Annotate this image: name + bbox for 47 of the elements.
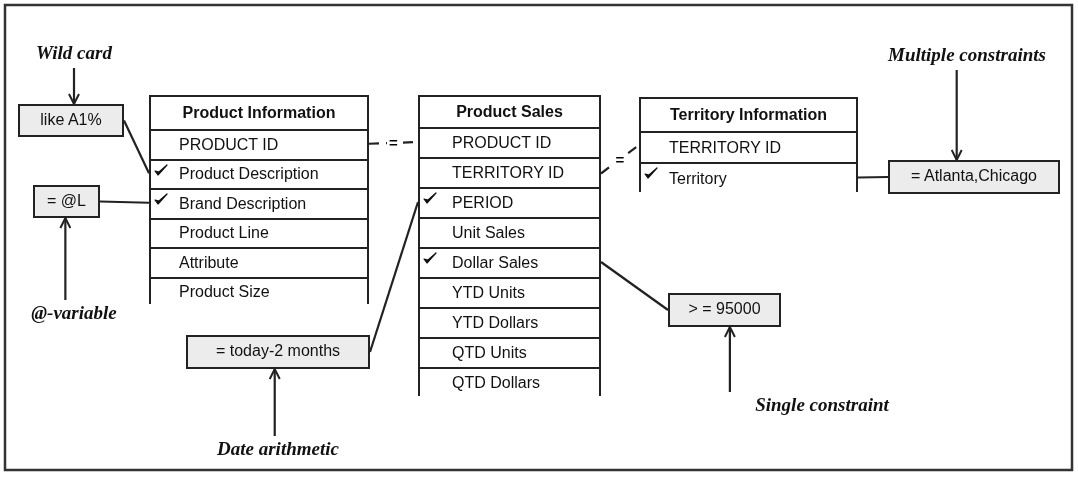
connector-line <box>857 175 889 179</box>
field-name: Product Description <box>179 165 319 184</box>
annotation-text: Date arithmetic <box>196 436 360 464</box>
field-name: TERRITORY ID <box>669 138 782 157</box>
connector-line <box>123 120 150 174</box>
condition-field: = @L <box>33 185 100 218</box>
field-name: YTD Units <box>452 284 525 302</box>
field-name: Territory <box>669 169 727 188</box>
connector-line <box>99 200 150 204</box>
arrow <box>950 70 963 161</box>
field-name: Dollar Sales <box>452 254 539 272</box>
annotation-text: @-variable <box>20 300 128 328</box>
arrow <box>268 368 281 436</box>
field-name: PERIOD <box>452 194 514 212</box>
annotation-text: Single constraint <box>724 392 920 420</box>
annotation-text: Multiple constraints <box>864 42 1070 70</box>
field-name: Product Line <box>179 224 269 243</box>
condition-field: = today-2 months <box>186 335 370 369</box>
table-row <box>641 162 856 193</box>
table-box <box>149 95 369 304</box>
field-name: TERRITORY ID <box>452 164 565 182</box>
arrow <box>59 217 72 300</box>
arrow <box>68 68 80 105</box>
field-name: YTD Dollars <box>452 314 539 332</box>
condition-field: like A1% <box>18 104 124 137</box>
field-name: Brand Description <box>179 194 307 213</box>
annotation-text: Wild card <box>26 40 122 68</box>
table-title: Territory Information <box>668 105 828 125</box>
connector-line <box>600 261 669 311</box>
field-name: QTD Dollars <box>452 374 540 392</box>
table-box <box>639 97 858 192</box>
table-box <box>418 95 601 396</box>
condition-field: > = 95000 <box>668 293 781 327</box>
field-name: Product Size <box>179 283 270 302</box>
table-row <box>420 367 599 397</box>
condition-field: = Atlanta,Chicago <box>888 160 1060 194</box>
table-row <box>151 276 367 306</box>
field-name: QTD Units <box>452 344 527 362</box>
field-name: PRODUCT ID <box>179 135 279 154</box>
arrow <box>723 326 736 392</box>
connector-line <box>368 201 420 353</box>
field-name: Unit Sales <box>452 224 525 242</box>
connector-line <box>600 144 640 175</box>
table-title: Product Sales <box>455 102 564 122</box>
field-name: Attribute <box>179 253 239 272</box>
table-title: Product Information <box>181 103 337 123</box>
field-name: PRODUCT ID <box>452 134 552 152</box>
